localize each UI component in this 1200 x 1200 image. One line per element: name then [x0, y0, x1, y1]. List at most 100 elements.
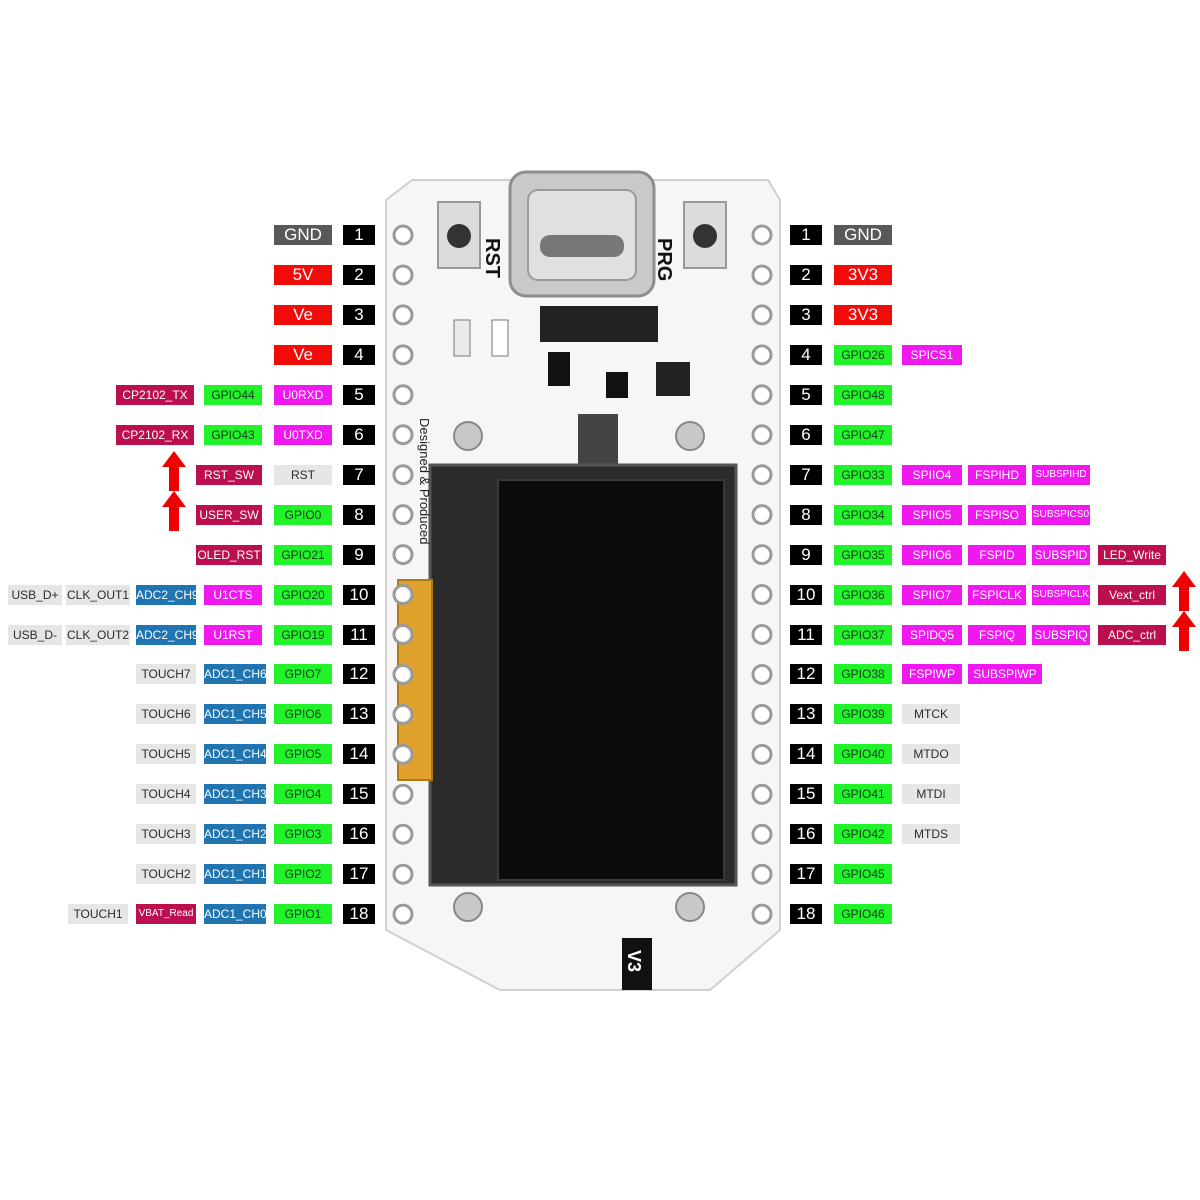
pin-hole: [392, 823, 414, 845]
pin-hole: [751, 863, 773, 885]
left-pin-label: TOUCH7: [136, 664, 196, 685]
right-pin-label: GPIO39: [834, 704, 892, 725]
right-pin-number: 14: [790, 744, 822, 765]
version-label: V3: [624, 950, 644, 972]
right-pin-label: SUBSPICS0: [1032, 504, 1090, 525]
right-pin-number: 4: [790, 344, 822, 365]
right-pin-number: 7: [790, 464, 822, 485]
right-pin-label: GPIO34: [834, 504, 892, 525]
rst-button: [437, 201, 481, 269]
pin-hole: [751, 384, 773, 406]
pin-hole: [751, 903, 773, 925]
pin-hole: [392, 783, 414, 805]
left-pin-label: RST_SW: [196, 464, 262, 485]
pin-hole: [751, 344, 773, 366]
left-pin-number: 15: [343, 784, 375, 805]
right-pin-label: ADC_ctrl: [1098, 624, 1166, 645]
right-pin-number: 9: [790, 544, 822, 565]
right-pin-label: Vext_ctrl: [1098, 584, 1166, 605]
pin-hole: [392, 863, 414, 885]
right-pin-label: GPIO41: [834, 784, 892, 805]
left-pin-label: GPIO0: [274, 504, 332, 525]
right-pin-label: GPIO48: [834, 384, 892, 405]
right-pin-label: SUBSPID: [1032, 544, 1090, 565]
pin-hole: [751, 544, 773, 566]
right-pin-number: 12: [790, 664, 822, 685]
left-pin-number: 10: [343, 584, 375, 605]
left-pin-holes: [392, 224, 414, 925]
left-pin-label: U1RST: [204, 624, 262, 645]
pin-hole: [392, 504, 414, 526]
left-pin-label: U0RXD: [274, 384, 332, 405]
prg-button: [683, 201, 727, 269]
left-pin-label: ADC1_CH0: [204, 904, 266, 925]
left-pin-number: 3: [343, 304, 375, 325]
left-pin-label: TOUCH6: [136, 704, 196, 725]
pin-hole: [392, 624, 414, 645]
left-pin-label: GPIO20: [274, 584, 332, 605]
left-pin-label: ADC1_CH3: [204, 784, 266, 805]
left-pin-number: 14: [343, 744, 375, 765]
left-pin-label: Ve: [274, 344, 332, 365]
left-pin-label: TOUCH3: [136, 824, 196, 845]
left-pin-label: GPIO3: [274, 824, 332, 845]
pin-hole: [392, 344, 414, 366]
pin-hole: [392, 663, 414, 685]
left-pin-label: TOUCH5: [136, 744, 196, 765]
right-pin-label: SUBSPIHD: [1032, 464, 1090, 485]
right-pin-label: GPIO33: [834, 464, 892, 485]
left-pin-label: RST: [274, 464, 332, 485]
right-pin-label: 3V3: [834, 264, 892, 285]
right-pin-number: 11: [790, 624, 822, 645]
left-pin-number: 2: [343, 264, 375, 285]
pin-hole: [751, 224, 773, 246]
right-pin-holes: [751, 224, 773, 925]
right-pin-label: LED_Write: [1098, 544, 1166, 565]
left-pin-label: Ve: [274, 304, 332, 325]
right-pin-label: SPIDQ5: [902, 624, 962, 645]
left-pin-label: GND: [274, 225, 332, 245]
left-pin-label: ADC1_CH4: [204, 744, 266, 765]
right-pin-number: 5: [790, 384, 822, 405]
left-pin-number: 7: [343, 464, 375, 485]
pin-hole: [751, 624, 773, 645]
pin-hole: [392, 384, 414, 406]
pin-hole: [392, 224, 414, 246]
left-pin-label: OLED_RST: [196, 544, 262, 565]
left-pin-label: TOUCH2: [136, 864, 196, 885]
pin-hole: [751, 424, 773, 446]
left-pin-number: 11: [343, 624, 375, 645]
right-pin-label: GPIO26: [834, 344, 892, 365]
left-pin-label: TOUCH4: [136, 784, 196, 805]
left-pin-label: GPIO5: [274, 744, 332, 765]
right-pin-label: SUBSPICLK: [1032, 584, 1090, 605]
right-pin-label: FSPID: [968, 544, 1026, 565]
right-pin-number: 15: [790, 784, 822, 805]
right-pin-number: 13: [790, 704, 822, 725]
left-pin-label: GPIO4: [274, 784, 332, 805]
right-pin-label: SPICS1: [902, 344, 962, 365]
left-pin-number: 12: [343, 664, 375, 685]
right-pin-number: 6: [790, 424, 822, 445]
right-pin-label: FSPICLK: [968, 584, 1026, 605]
designer-silkscreen: Designed & Produced: [417, 418, 432, 544]
left-pin-label: GPIO1: [274, 904, 332, 925]
left-pin-label: VBAT_Read: [136, 904, 196, 925]
left-pin-label: U1CTS: [204, 584, 262, 605]
left-pin-number: 9: [343, 544, 375, 565]
left-pin-number: 18: [343, 904, 375, 925]
right-pin-label: GPIO36: [834, 584, 892, 605]
right-pin-number: 3: [790, 304, 822, 325]
pin-hole: [392, 743, 414, 765]
right-pin-label: GPIO47: [834, 424, 892, 445]
left-pin-number: 8: [343, 504, 375, 525]
right-pin-label: SUBSPIQ: [1032, 624, 1090, 645]
right-pin-number: 17: [790, 864, 822, 885]
right-pin-label: MTDO: [902, 744, 960, 765]
left-pin-label: ADC2_CH9: [136, 584, 196, 605]
pin-hole: [392, 544, 414, 566]
left-pin-label: CLK_OUT1: [66, 584, 130, 605]
right-pin-label: FSPIQ: [968, 624, 1026, 645]
left-pin-label: CP2102_RX: [116, 424, 194, 445]
left-pin-label: GPIO19: [274, 624, 332, 645]
